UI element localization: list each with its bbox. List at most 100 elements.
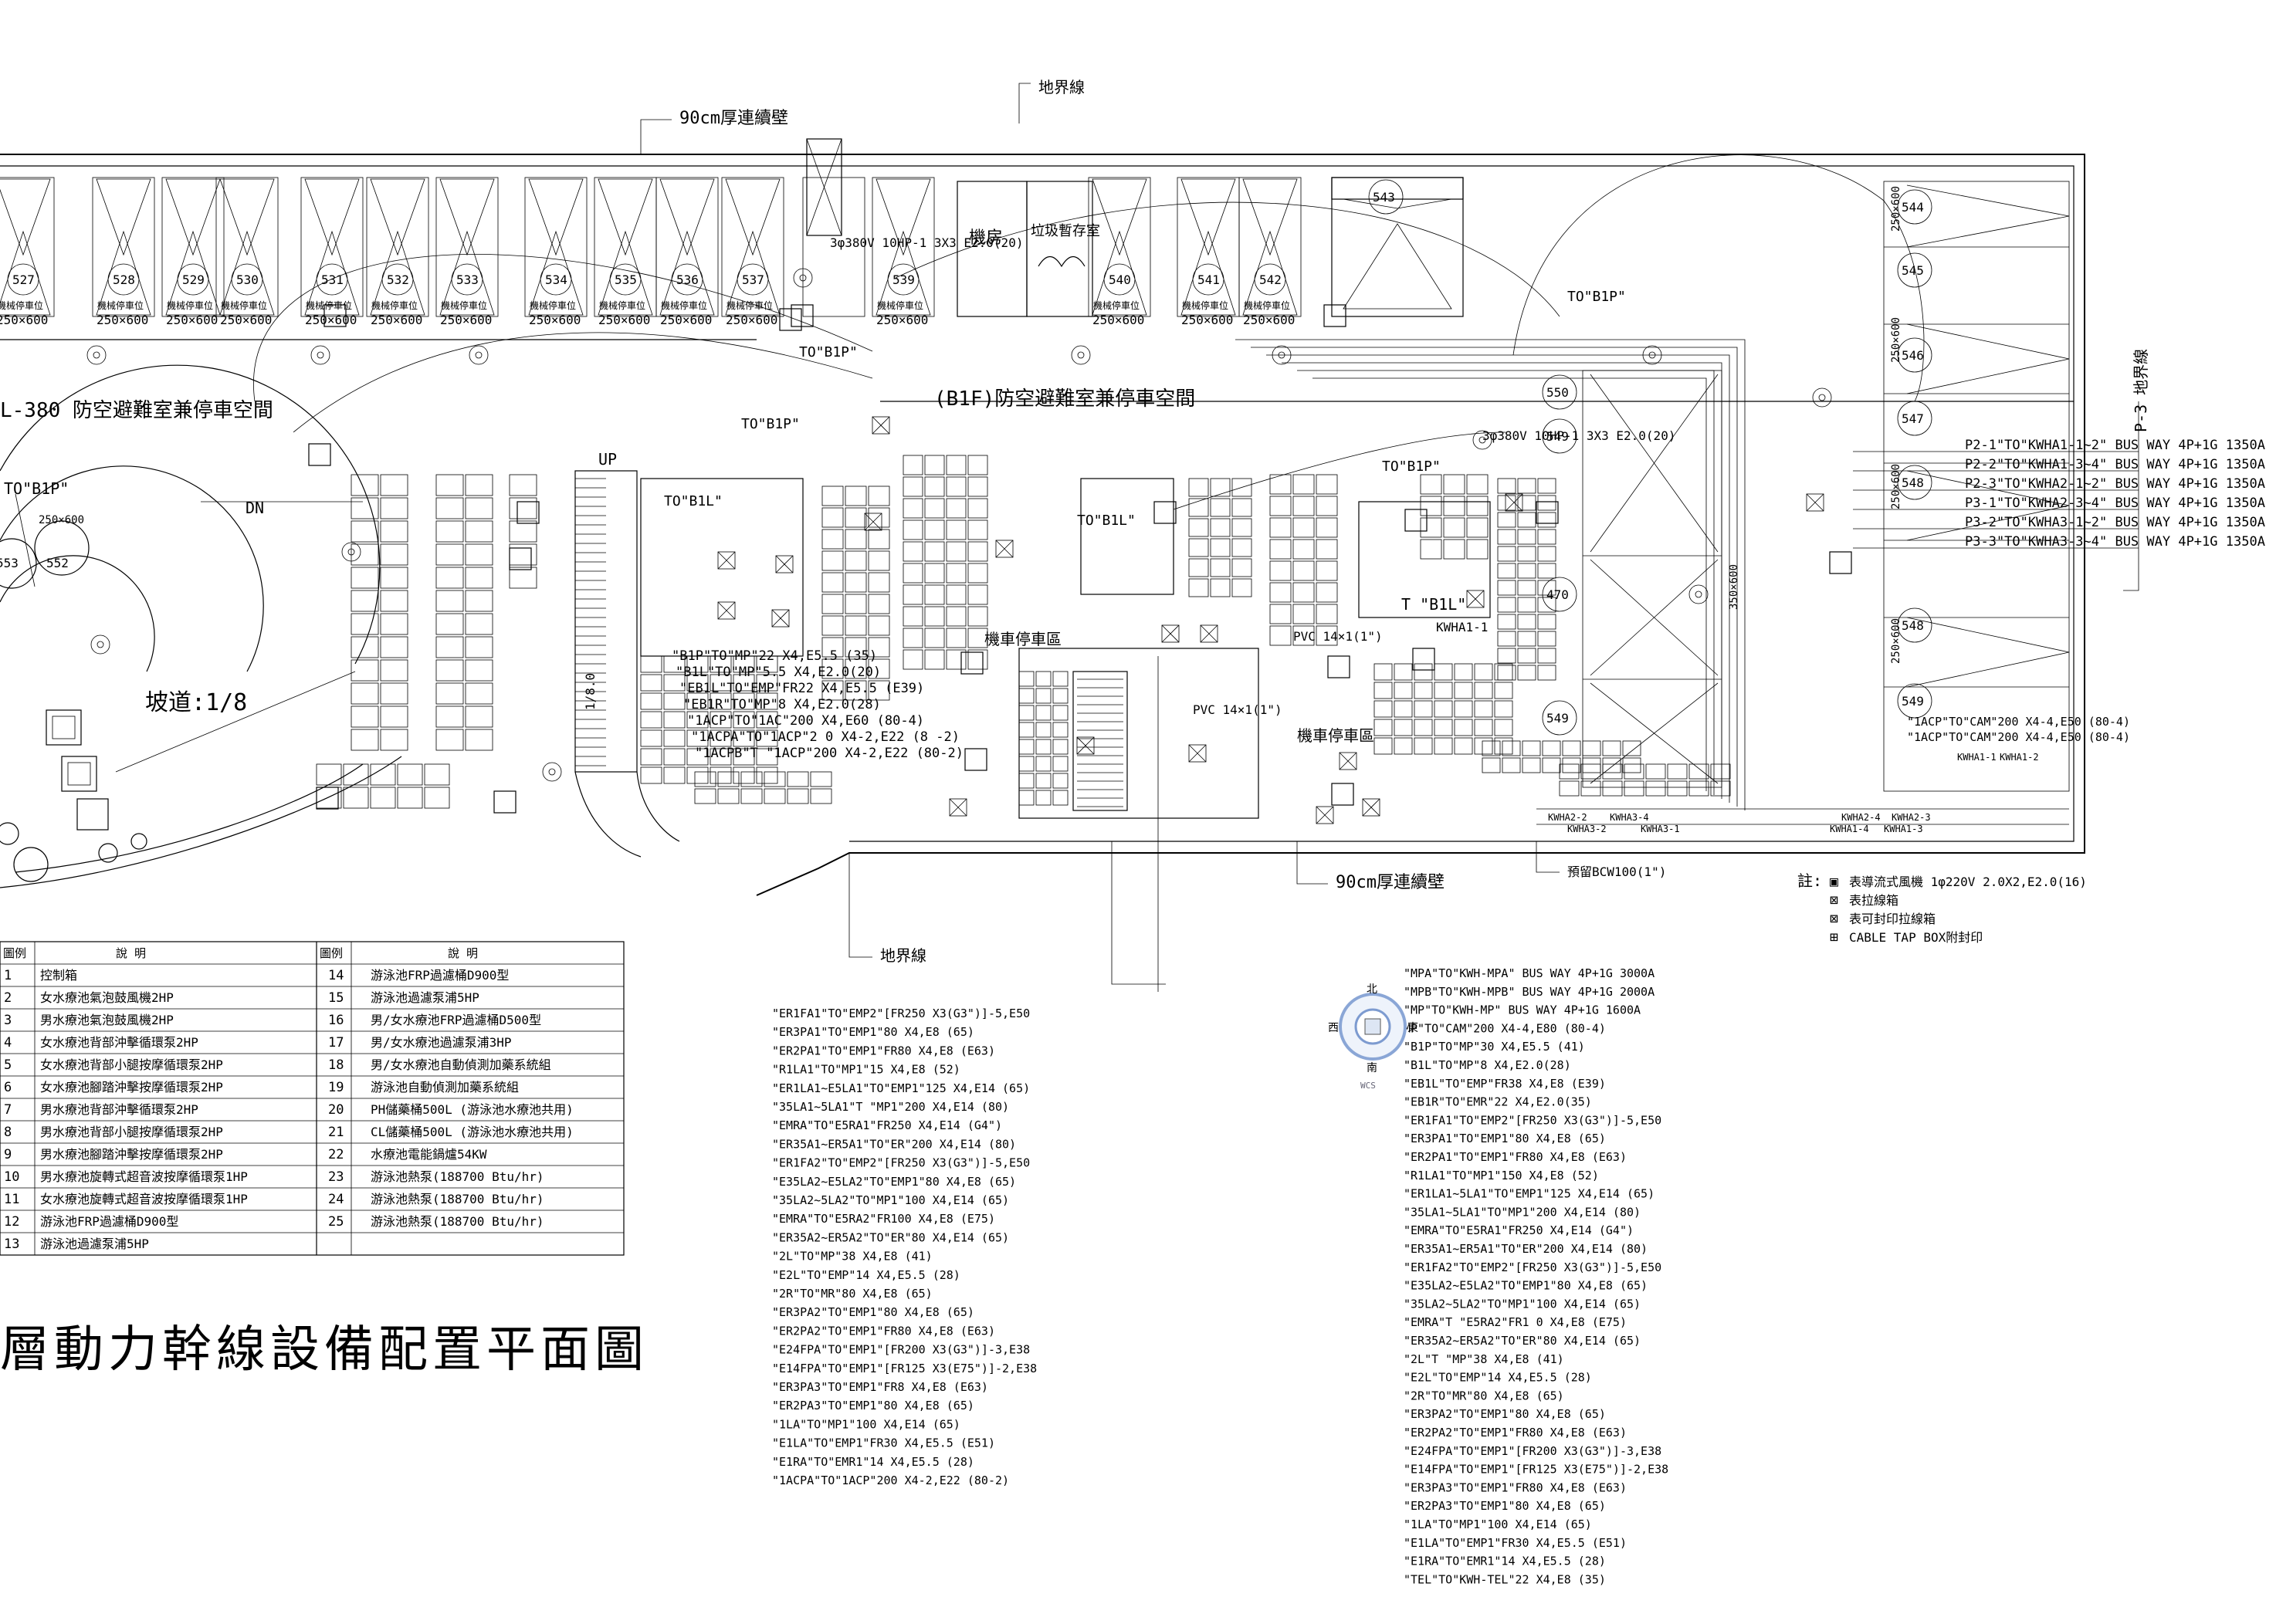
feeder-line: "1ACPA"TO"1ACP"200 X4-2,E22 (80-2) [772,1473,1009,1487]
equipment-grids [316,455,1731,809]
legend-code: 12 [4,1214,19,1230]
feeder-line: "MP"TO"KWH-MP" BUS WAY 4P+1G 1600A [1404,1003,1641,1017]
stall-number: 533 [456,272,479,287]
center-feeder-line: "EB1R"TO"MP"8 X4,E2.0(28) [683,697,881,712]
pvc-label-2: PVC 14×1(1") [1193,702,1282,717]
stall-size: 250×600 [371,313,422,327]
kwh-tag: KWHA2-3 [1892,812,1931,823]
stall-number: 532 [387,272,409,287]
legend-desc: 男水療池旋轉式超音波按摩循環泵1HP [40,1169,248,1184]
feeder-schedule-2: "MPA"TO"KWH-MPA" BUS WAY 4P+1G 3000A"MPB… [1404,966,1668,1586]
feeder-line: "ER3PA1"TO"EMP1"80 X4,E8 (65) [772,1025,974,1039]
stall-label: 機械停車位 [0,299,43,311]
note-symbol: ⊞ [1830,929,1838,946]
center-feeder-line: "1ACPB"T "1ACP"200 X4-2,E22 (80-2) [695,746,964,761]
legend-code: 17 [328,1035,344,1051]
view-compass[interactable]: 北 南 東 西 WCS [1328,983,1418,1091]
feeder-line: "ER2PA2"TO"EMP1"FR80 X4,E8 (E63) [1404,1426,1627,1440]
stall-label: 機械停車位 [727,299,773,311]
legend-header-code: 圖例 [320,946,343,960]
right-parking-stalls: 543544545546547548549550549470548549350×… [1331,177,2070,792]
legend-desc: 水療池電能鍋爐54KW [371,1147,487,1162]
feeder-line: "2L"T "MP"38 X4,E8 (41) [1404,1352,1564,1366]
compass-n: 北 [1367,983,1377,996]
ramp-label: 坡道:1/8 [145,689,247,716]
right-feeder-line: "1ACP"TO"CAM"200 X4-4,E50 (80-4) [1907,730,2130,744]
feeder-line: "1LA"TO"MP1"100 X4,E14 (65) [772,1417,960,1431]
legend-header-desc: 說 明 [448,946,478,960]
stall-number: 548 [1902,475,1924,490]
parking-stall-right: 545 [1897,252,1932,288]
feeder-line: "2R"TO"MR"80 X4,E8 (65) [1404,1389,1564,1402]
feeder-line: "E35LA2~E5LA2"TO"EMP1"80 X4,E8 (65) [1404,1279,1648,1293]
bcw-label: 預留BCW100(1") [1567,864,1666,879]
to-b1p-label-3: TO"B1P" [741,416,800,432]
stall-size: 250×600 [305,313,357,327]
legend-code: 5 [4,1057,12,1073]
feeder-line: "ER35A1~ER5A1"TO"ER"200 X4,E14 (80) [772,1137,1016,1151]
feeder-line: "ER2PA3"TO"EMP1"80 X4,E8 (65) [772,1399,974,1413]
stall-number: 470 [1546,587,1569,602]
parking-stall-right: 549 [1542,418,1577,454]
feeder-line: "E24FPA"TO"EMP1"[FR200 X3(G3")]-3,E38 [772,1343,1030,1357]
parking-stall: 533 機械停車位 250×600 [435,177,499,327]
legend-code: 9 [4,1147,12,1162]
feeder-line: "E14FPA"TO"EMP1"[FR125 X3(E75")]-2,E38 [772,1362,1037,1375]
legend-code: 13 [4,1237,19,1252]
stall-size: 250×600 [1243,313,1295,327]
top-annotations: 地界線 90cm厚連續壁 [640,78,1085,236]
feeder-line: "2R"TO"MR"80 X4,E8 (65) [772,1287,933,1301]
note-text: 表導流式風機 1φ220V 2.0X2,E2.0(16) [1849,875,2087,889]
parking-stall-right: 549 [1542,700,1577,736]
notes-title: 註: [1797,871,1822,890]
stall-number: 529 [182,272,205,287]
machine-room-label: 機房 [969,228,1003,248]
feeder-line: "E24FPA"TO"EMP1"[FR200 X3(G3")]-3,E38 [1404,1444,1661,1458]
feeder-line: "EMRA"TO"E5RA1"FR250 X4,E14 (G4") [1404,1223,1634,1237]
feeder-line: MP"TO"CAM"200 X4-4,E80 (80-4) [1404,1021,1606,1035]
feeder-line: "35LA2~5LA2"TO"MP1"100 X4,E14 (65) [1404,1297,1641,1311]
legend-desc: 女水療池旋轉式超音波按摩循環泵1HP [40,1192,248,1206]
feeder-line: "E1RA"TO"EMR1"14 X4,E5.5 (28) [1404,1555,1606,1568]
stall-number: 537 [742,272,764,287]
stall-number: 530 [236,272,259,287]
to-b1p-label-5: TO"B1P" [1382,458,1441,475]
legend-desc: 游泳池熱泵(188700 Btu/hr) [371,1214,544,1229]
stall-size: 250×600 [166,313,218,327]
legend-desc: 男水療池腳踏沖擊按摩循環泵2HP [40,1147,223,1162]
feeder-line: "B1L"TO"MP"8 X4,E2.0(28) [1404,1058,1571,1072]
stall-size-vertical: 250×600 [1890,618,1902,664]
right-feeder-text: "1ACP"TO"CAM"200 X4-4,E50 (80-4)"1ACP"TO… [1907,715,2130,744]
stall-size-vertical: 250×600 [1890,317,1902,363]
stall-label: 機械停車位 [371,299,418,311]
motor-label-1: 3φ380V 10HP-1 3X3 E2.0(20) [830,235,1023,250]
feeder-line: "ER1FA2"TO"EMP2"[FR250 X3(G3")]-5,E50 [1404,1260,1661,1274]
shelter-left-label: L-380 防空避難室兼停車空間 [0,399,273,422]
pvc-label-1: PVC 14×1(1") [1293,629,1383,644]
legend-code: 2 [4,990,12,1006]
fan-symbols [86,268,1832,782]
legend-code: 19 [328,1080,344,1095]
feeder-line: "MPA"TO"KWH-MPA" BUS WAY 4P+1G 3000A [1404,966,1655,980]
feeder-line: "1LA"TO"MP1"100 X4,E14 (65) [1404,1517,1592,1531]
stall-size: 250×600 [440,313,492,327]
trash-room-label: 垃圾暫存室 [1031,223,1100,239]
stall-label: 機械停車位 [97,299,144,311]
service-rooms: 機房 垃圾暫存室 [957,181,1100,317]
legend-code: 8 [4,1125,12,1140]
kwh-tag: KWHA3-1 [1641,824,1680,834]
parking-stall-right: 546 [1897,337,1932,373]
parking-stall-right: 547 [1897,401,1932,436]
stall-label: 機械停車位 [441,299,487,311]
feeder-line: "ER3PA3"TO"EMP1"FR8 X4,E8 (E63) [772,1380,988,1394]
legend-desc: 游泳池過濾泵浦5HP [371,990,479,1005]
legend-desc: PH儲藥桶500L (游泳池水療池共用) [371,1102,574,1117]
feeder-line: "35LA1~5LA1"T "MP1"200 X4,E14 (80) [772,1100,1009,1114]
kwh-tag: KWHA3-4 [1610,812,1649,823]
